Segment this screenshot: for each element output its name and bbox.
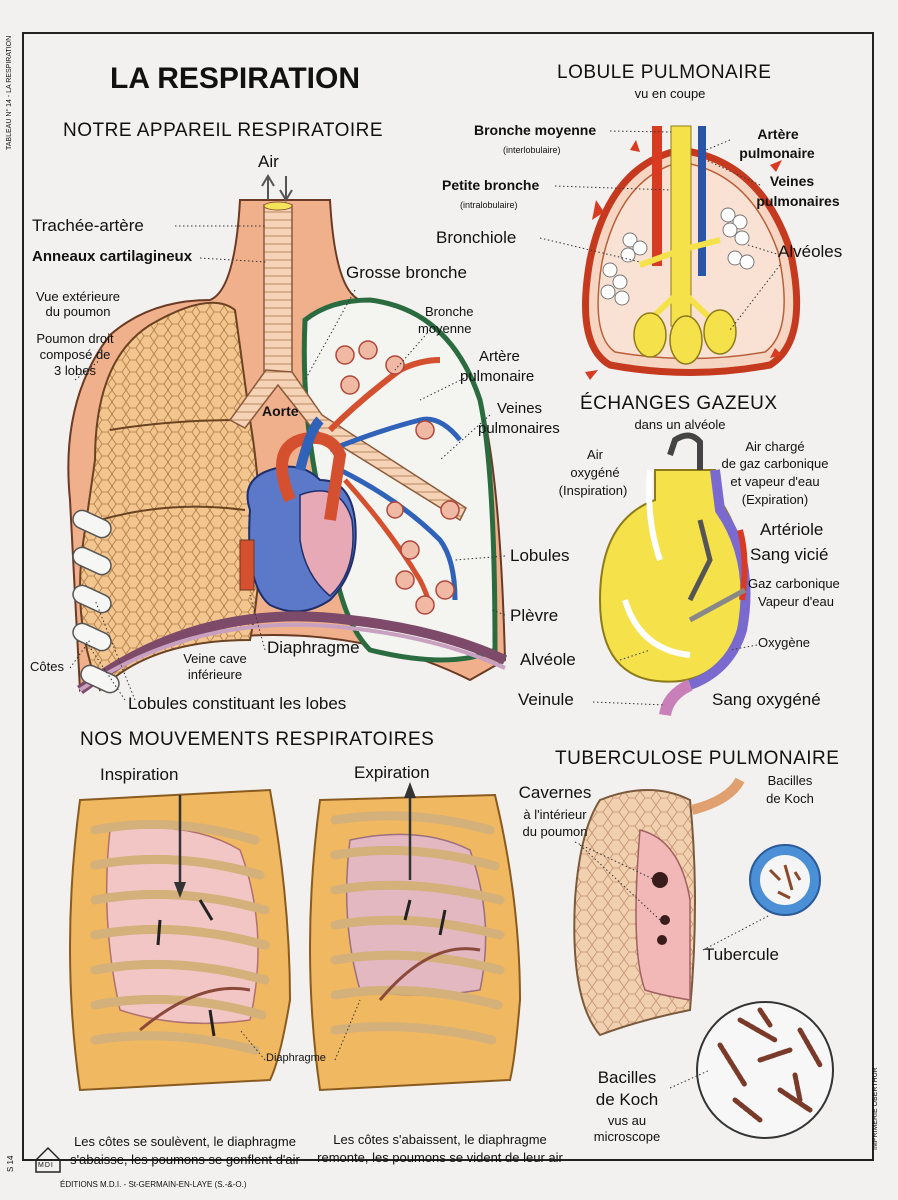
label-air-charge-3: et vapeur d'eau xyxy=(730,474,820,489)
appareil-heading: NOTRE APPAREIL RESPIRATOIRE xyxy=(63,120,384,141)
label-lobule-veines-2: pulmonaires xyxy=(756,193,840,209)
gas-exchange-diagram xyxy=(598,432,751,717)
label-lobules-lobes: Lobules constituant les lobes xyxy=(128,694,347,713)
pulmonary-lobule-diagram xyxy=(582,125,801,380)
label-sang-vicie: Sang vicié xyxy=(750,545,829,564)
label-anneaux: Anneaux cartilagineux xyxy=(32,248,193,265)
caption-expiration-2: remonte, les poumons se vident de leur a… xyxy=(317,1150,563,1165)
label-vue-1: Vue extérieure xyxy=(35,289,121,304)
respiratory-system-diagram xyxy=(67,174,508,695)
label-bk-2: de Koch xyxy=(595,1090,659,1109)
lobule-subheading: vu en coupe xyxy=(634,86,706,101)
tuberculosis-diagram xyxy=(573,777,834,1139)
label-plevre: Plèvre xyxy=(510,606,559,625)
label-veines-2: pulmonaires xyxy=(478,420,560,437)
label-trachee: Trachée-artère xyxy=(32,216,144,235)
label-mouvements-diaphragme: Diaphragme xyxy=(266,1052,326,1064)
echanges-leader-lines xyxy=(592,644,758,706)
caption-inspiration-2: s'abaisse, les poumons se gonflent d'air xyxy=(70,1152,300,1167)
label-cotes: Côtes xyxy=(30,659,64,674)
label-veines-1: Veines xyxy=(497,400,543,417)
label-poumon-3: 3 lobes xyxy=(54,363,96,378)
label-arteriole: Artériole xyxy=(760,520,824,539)
lobule-leader-lines xyxy=(539,130,781,331)
label-diaphragme: Diaphragme xyxy=(267,638,360,657)
label-gaz-carbonique: Gaz carbonique xyxy=(748,576,840,591)
label-intralobulaire: (intralobulaire) xyxy=(460,200,518,210)
label-interlobulaire: (interlobulaire) xyxy=(503,145,561,155)
label-vue-2: du poumon xyxy=(45,304,111,319)
label-lobules: Lobules xyxy=(510,546,570,565)
publisher-logo xyxy=(35,1146,61,1173)
label-air-charge-4: (Expiration) xyxy=(741,492,809,507)
label-poumon-2: composé de xyxy=(39,347,111,362)
label-expiration: Expiration xyxy=(354,763,430,782)
label-air-oxygene-3: (Inspiration) xyxy=(558,483,628,498)
logo-text: MDI xyxy=(38,1162,54,1169)
mouvements-leader-lines xyxy=(239,999,361,1061)
label-lobule-artere-1: Artère xyxy=(757,126,799,142)
caption-expiration-1: Les côtes s'abaissent, le diaphragme xyxy=(333,1132,547,1147)
label-bronche-moyenne-1: Bronche xyxy=(425,304,474,319)
caption-inspiration-1: Les côtes se soulèvent, le diaphragme xyxy=(74,1134,296,1149)
label-poumon-1: Poumon droit xyxy=(36,331,114,346)
lobule-heading: LOBULE PULMONAIRE xyxy=(557,62,772,83)
inspiration-diagram xyxy=(69,788,292,1092)
publisher-footer: ÉDITIONS M.D.I. - St-GERMAIN-EN-LAYE (S.… xyxy=(60,1180,247,1189)
label-alveoles: Alvéoles xyxy=(778,242,843,261)
label-inspiration: Inspiration xyxy=(100,765,179,784)
label-aorte: Aorte xyxy=(262,403,299,419)
label-veine-cave-2: inférieure xyxy=(187,667,243,682)
expiration-diagram xyxy=(309,782,522,1092)
echanges-heading: ÉCHANGES GAZEUX xyxy=(580,393,778,414)
label-oxygene: Oxygène xyxy=(758,635,811,650)
label-bk-1: Bacilles xyxy=(597,1068,657,1087)
label-veine-cave-1: Veine cave xyxy=(183,651,247,666)
label-petite-bronche: Petite bronche xyxy=(442,177,540,193)
page-title: LA RESPIRATION xyxy=(110,62,361,95)
label-veinule: Veinule xyxy=(518,690,574,709)
label-air: Air xyxy=(258,152,279,171)
label-air-charge-1: Air chargé xyxy=(745,439,805,454)
label-bacilles-koch-2: de Koch xyxy=(766,791,814,806)
label-air-oxygene-1: Air xyxy=(587,447,603,462)
label-air-oxygene-2: oxygéné xyxy=(570,465,620,480)
label-bk-3: vus au xyxy=(607,1113,647,1128)
label-bronchiole: Bronchiole xyxy=(436,228,517,247)
label-lobule-veines-1: Veines xyxy=(769,173,815,189)
label-grosse-bronche: Grosse bronche xyxy=(346,263,467,282)
label-cavernes: Cavernes xyxy=(518,783,592,802)
label-sang-oxygene: Sang oxygéné xyxy=(712,690,821,709)
label-bk-4: microscope xyxy=(593,1129,661,1144)
appareil-leader-lines xyxy=(69,225,506,701)
label-interieur-2: du poumon xyxy=(522,824,588,839)
label-alveole: Alvéole xyxy=(520,650,576,669)
label-artere-2: pulmonaire xyxy=(460,368,535,385)
label-lobule-bronche-moyenne: Bronche moyenne xyxy=(474,122,597,138)
label-tubercule: Tubercule xyxy=(704,945,779,964)
label-interieur-1: à l'intérieur xyxy=(523,807,587,822)
label-lobule-artere-2: pulmonaire xyxy=(739,145,815,161)
poster-frame xyxy=(22,32,874,1161)
label-bronche-moyenne-2: moyenne xyxy=(418,321,472,336)
label-air-charge-2: de gaz carbonique xyxy=(721,456,829,471)
mouvements-heading: NOS MOUVEMENTS RESPIRATOIRES xyxy=(80,729,435,750)
label-vapeur-eau: Vapeur d'eau xyxy=(758,594,834,609)
tuberculose-heading: TUBERCULOSE PULMONAIRE xyxy=(555,748,840,769)
label-artere-1: Artère xyxy=(479,348,520,365)
label-bacilles-koch-1: Bacilles xyxy=(767,773,813,788)
tuberculose-leader-lines xyxy=(574,841,771,1089)
echanges-subheading: dans un alvéole xyxy=(634,417,726,432)
